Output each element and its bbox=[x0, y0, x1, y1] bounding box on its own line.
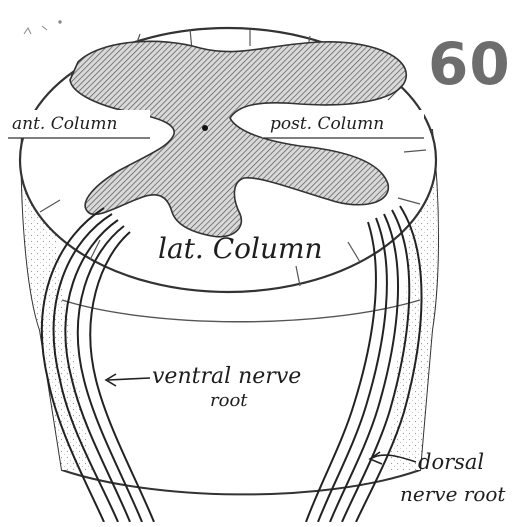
label-dorsal: dorsal bbox=[418, 450, 484, 474]
label-lat-column: lat. Column bbox=[158, 232, 323, 265]
label-dorsal-nerve-root: nerve root bbox=[400, 482, 505, 506]
label-ant-column: ant. Column bbox=[12, 114, 117, 134]
label-ventral-nerve: ventral nerve bbox=[152, 364, 301, 389]
central-canal bbox=[202, 125, 208, 131]
stray-marks bbox=[24, 21, 61, 34]
label-ventral-root: root bbox=[210, 390, 248, 411]
figure-number: 60 bbox=[428, 30, 511, 98]
label-post-column: post. Column bbox=[270, 114, 384, 134]
